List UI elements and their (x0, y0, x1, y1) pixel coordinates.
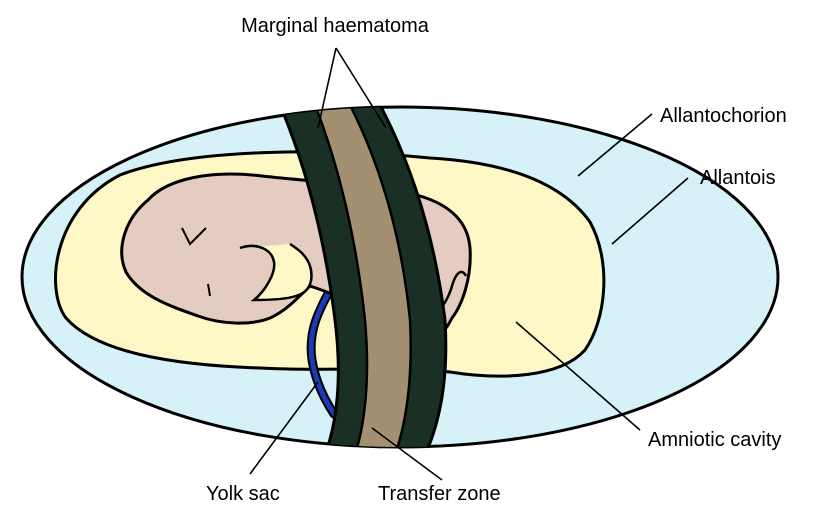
label-amniotic-cavity: Amniotic cavity (648, 429, 781, 451)
label-allantois: Allantois (700, 167, 776, 189)
label-yolk-sac: Yolk sac (206, 483, 280, 505)
label-marginal-haematoma: Marginal haematoma (241, 15, 430, 37)
label-allantochorion: Allantochorion (660, 105, 787, 127)
label-transfer-zone: Transfer zone (378, 483, 501, 505)
